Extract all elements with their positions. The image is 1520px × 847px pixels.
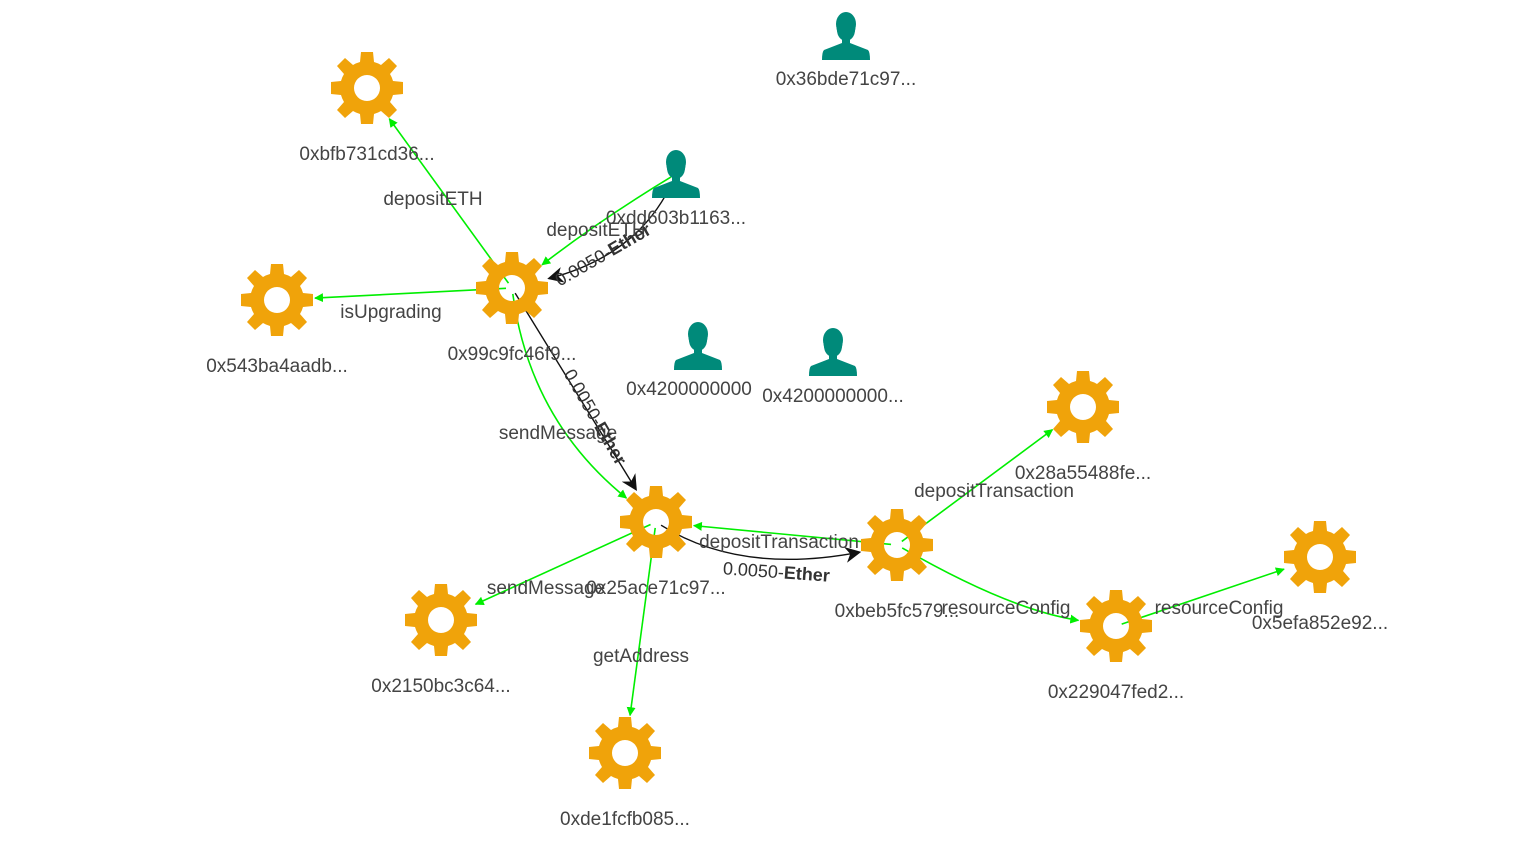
call-edge[interactable] xyxy=(541,176,672,266)
call-edge[interactable] xyxy=(474,523,651,605)
node-address-label: 0x543ba4aadb... xyxy=(206,356,348,377)
account-node[interactable]: 0x4200000000... xyxy=(762,328,904,407)
contract-node[interactable]: 0x5efa852e92... xyxy=(1252,521,1388,634)
edge-label: sendMessage xyxy=(487,578,605,599)
user-icon xyxy=(674,322,722,370)
node-address-label: 0x25ace71c97... xyxy=(586,578,725,599)
contract-node[interactable]: 0x99c9fc46f9... xyxy=(448,252,577,365)
call-edge[interactable] xyxy=(901,547,1080,624)
gear-icon xyxy=(1284,521,1356,593)
contract-node[interactable]: 0xde1fcfb085... xyxy=(560,717,690,830)
node-address-label: 0xbeb5fc579... xyxy=(835,601,960,622)
user-icon xyxy=(652,150,700,198)
edge-label: sendMessage xyxy=(499,423,617,444)
gear-icon xyxy=(476,252,548,324)
gear-icon xyxy=(861,509,933,581)
node-address-label: 0x229047fed2... xyxy=(1048,682,1184,703)
contract-node[interactable]: 0x25ace71c97... xyxy=(586,486,726,599)
gear-icon xyxy=(405,584,477,656)
gear-icon xyxy=(1047,371,1119,443)
node-address-label: 0x28a55488fe... xyxy=(1015,463,1151,484)
node-address-label: 0x36bde71c97... xyxy=(776,69,917,90)
edge-label: resourceConfig xyxy=(942,598,1071,619)
call-edge[interactable] xyxy=(388,118,510,284)
transfer-amount-label: 0.0050-Ether xyxy=(722,558,830,585)
call-edge[interactable] xyxy=(512,293,628,499)
user-icon xyxy=(822,12,870,60)
transfer-amount: 0.0050- xyxy=(560,366,608,429)
node-address-label: 0xde1fcfb085... xyxy=(560,809,690,830)
gear-icon xyxy=(241,264,313,336)
edge-label: depositETH xyxy=(383,189,482,210)
contract-node[interactable]: 0xbfb731cd36... xyxy=(299,52,435,165)
call-edge[interactable] xyxy=(901,428,1054,543)
node-address-label: 0xdd603b1163... xyxy=(606,208,746,229)
node-address-label: 0xbfb731cd36... xyxy=(299,144,434,165)
transfer-edge[interactable] xyxy=(514,292,637,491)
call-edge[interactable] xyxy=(1121,567,1285,625)
user-icon xyxy=(809,328,857,376)
node-address-label: 0x5efa852e92... xyxy=(1252,613,1388,634)
call-edge[interactable] xyxy=(314,287,507,303)
transfer-unit: Ether xyxy=(783,563,830,586)
contract-node[interactable]: 0x229047fed2... xyxy=(1048,590,1184,703)
gear-icon xyxy=(331,52,403,124)
contract-node[interactable]: 0xbeb5fc579... xyxy=(835,509,960,622)
edge-label: isUpgrading xyxy=(340,302,441,323)
edge-label: depositTransaction xyxy=(699,532,859,553)
contract-node[interactable]: 0x28a55488fe... xyxy=(1015,371,1151,484)
call-edge[interactable] xyxy=(626,527,656,717)
node-address-label: 0x4200000000... xyxy=(762,386,904,407)
account-node[interactable]: 0xdd603b1163... xyxy=(606,150,746,229)
transfer-edge[interactable] xyxy=(660,524,862,563)
account-node[interactable]: 0x36bde71c97... xyxy=(776,12,917,90)
edge-label: depositETH xyxy=(546,220,645,241)
account-node[interactable]: 0x4200000000 xyxy=(626,322,752,400)
node-address-label: 0x99c9fc46f9... xyxy=(448,344,577,365)
node-address-label: 0x4200000000 xyxy=(626,379,752,400)
edge-label: getAddress xyxy=(593,646,689,667)
gear-icon xyxy=(589,717,661,789)
call-edge[interactable] xyxy=(692,521,892,546)
transfer-amount-label: 0.0050-Ether xyxy=(560,366,631,469)
gear-icon xyxy=(1080,590,1152,662)
gear-icon xyxy=(620,486,692,558)
transfer-amount: 0.0050- xyxy=(722,558,784,582)
contract-node[interactable]: 0x543ba4aadb... xyxy=(206,264,348,377)
edge-label: depositTransaction xyxy=(914,481,1074,502)
contract-node[interactable]: 0x2150bc3c64... xyxy=(371,584,511,697)
edge-label: resourceConfig xyxy=(1155,598,1284,619)
node-address-label: 0x2150bc3c64... xyxy=(371,676,510,697)
edge-labels: depositETHdepositETH0.0050-EtherisUpgrad… xyxy=(340,189,1283,667)
